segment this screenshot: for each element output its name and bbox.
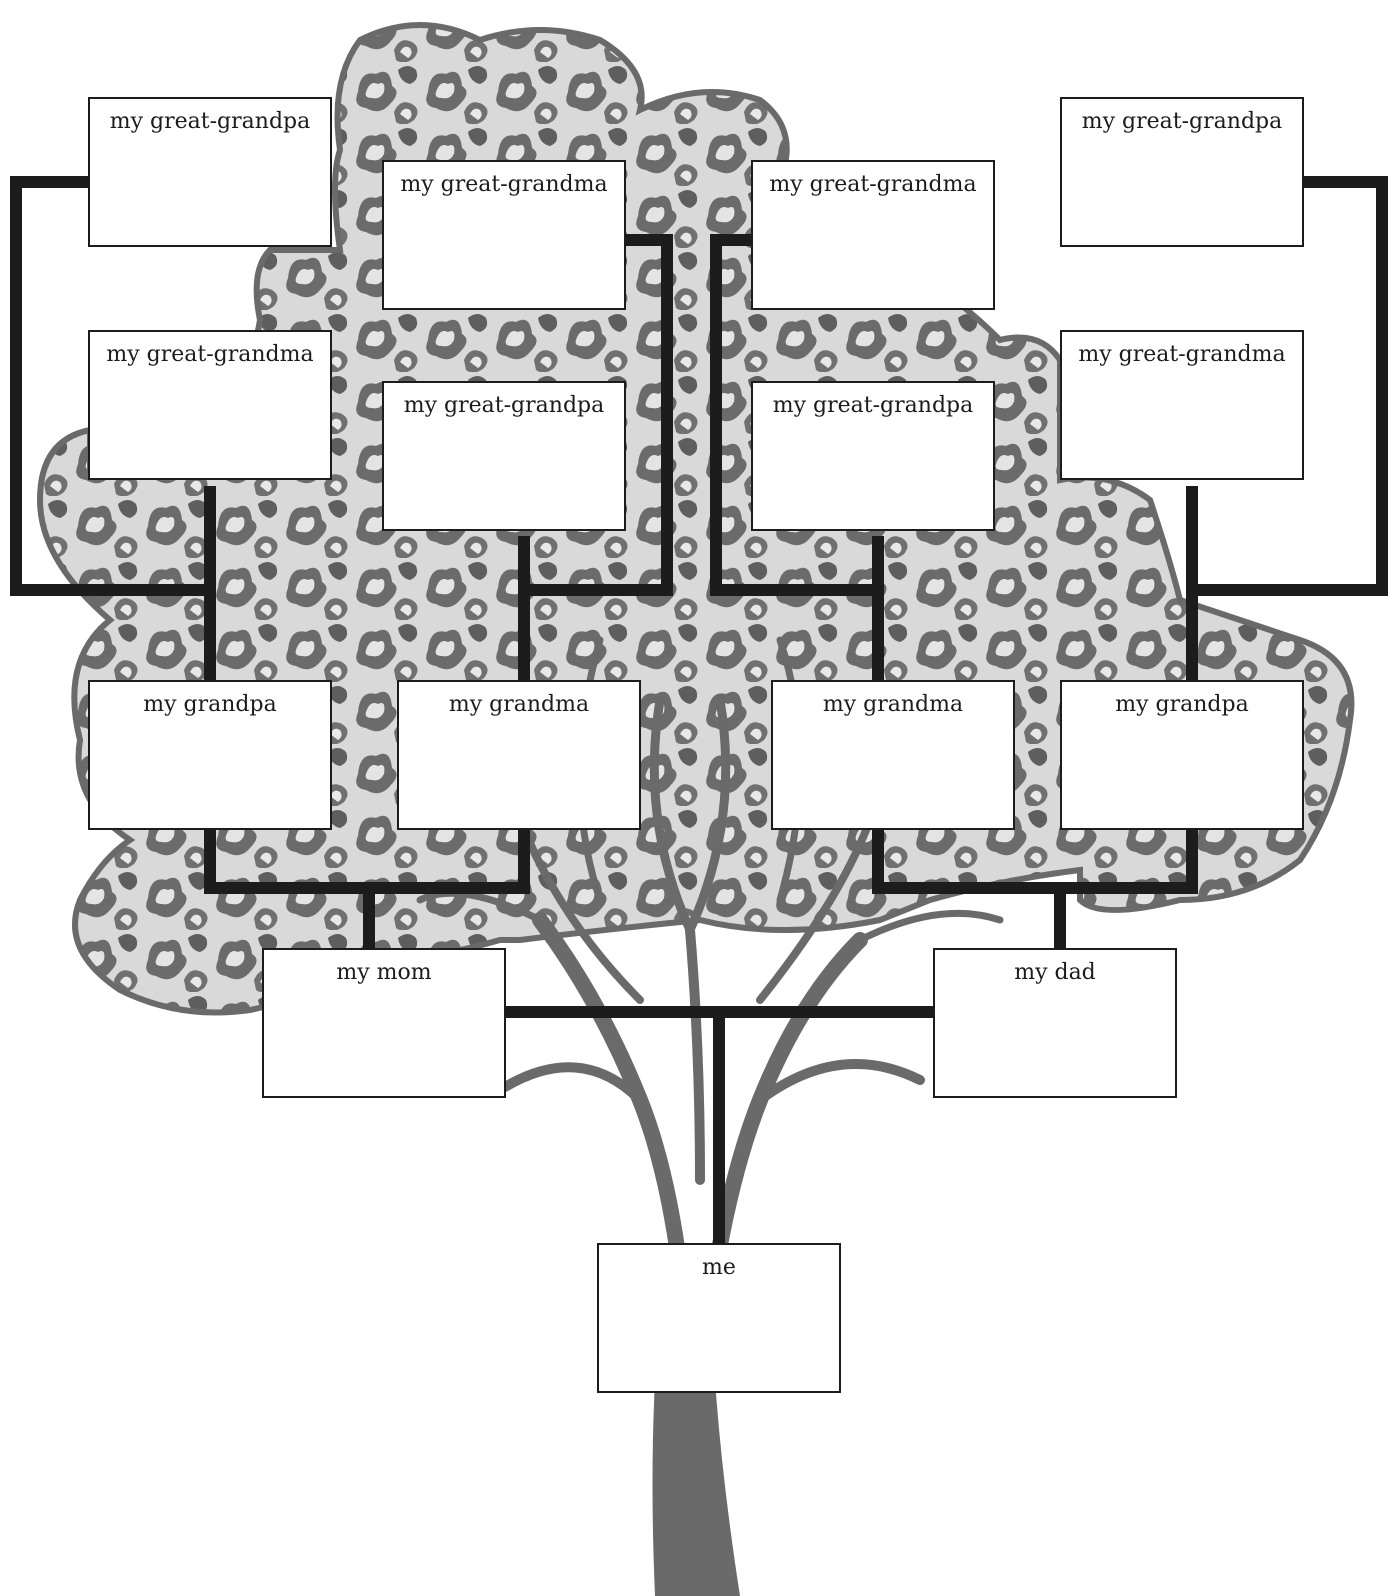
great-grandma-label: my great-grandma [769, 172, 977, 197]
me-label: me [702, 1255, 736, 1280]
trunk [416, 636, 1004, 1596]
dad-box[interactable]: my dad [933, 948, 1177, 1098]
grandpa-label: my grandpa [1115, 692, 1249, 717]
great-grandma-label: my great-grandma [106, 342, 314, 367]
grandma-box-mom-side[interactable]: my grandma [397, 680, 641, 830]
great-grandma-label: my great-grandma [1078, 342, 1286, 367]
great-grandma-box-outer-left[interactable]: my great-grandma [88, 330, 332, 480]
grandpa-box-mom-side[interactable]: my grandpa [88, 680, 332, 830]
great-grandpa-label: my great-grandpa [772, 393, 974, 418]
mom-box[interactable]: my mom [262, 948, 506, 1098]
dad-label: my dad [1014, 960, 1096, 985]
great-grandpa-label: my great-grandpa [403, 393, 605, 418]
great-grandpa-label: my great-grandpa [1081, 109, 1283, 134]
me-box[interactable]: me [597, 1243, 841, 1393]
grandma-box-dad-side[interactable]: my grandma [771, 680, 1015, 830]
great-grandma-box-inner-left[interactable]: my great-grandma [382, 160, 626, 310]
great-grandpa-box-inner-right[interactable]: my great-grandpa [751, 381, 995, 531]
grandma-label: my grandma [448, 692, 590, 717]
great-grandma-box-inner-right[interactable]: my great-grandma [751, 160, 995, 310]
great-grandma-label: my great-grandma [400, 172, 608, 197]
great-grandpa-box-outer-left[interactable]: my great-grandpa [88, 97, 332, 247]
great-grandma-box-outer-right[interactable]: my great-grandma [1060, 330, 1304, 480]
mom-label: my mom [336, 960, 432, 985]
connector-lines [10, 176, 1388, 1243]
great-grandpa-box-inner-left[interactable]: my great-grandpa [382, 381, 626, 531]
grandpa-box-dad-side[interactable]: my grandpa [1060, 680, 1304, 830]
grandpa-label: my grandpa [143, 692, 277, 717]
grandma-label: my grandma [822, 692, 964, 717]
great-grandpa-box-outer-right[interactable]: my great-grandpa [1060, 97, 1304, 247]
great-grandpa-label: my great-grandpa [109, 109, 311, 134]
